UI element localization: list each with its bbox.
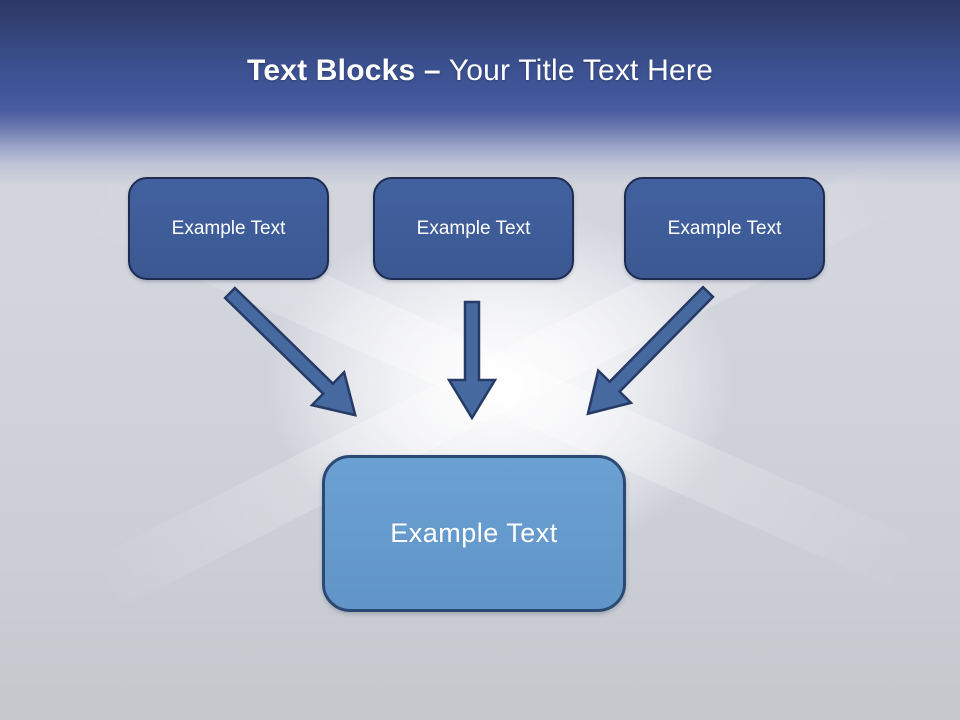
text-block-1-label: Example Text xyxy=(171,217,286,239)
title-regular-part: Your Title Text Here xyxy=(448,54,713,87)
text-block-2-label: Example Text xyxy=(416,217,531,239)
arrow-diagonal-down-left-icon xyxy=(586,285,715,416)
text-block-3-label: Example Text xyxy=(667,217,782,239)
arrow-diagonal-down-right-icon xyxy=(223,286,357,417)
title-bold-part: Text Blocks – xyxy=(247,54,441,87)
slide-title: Text Blocks – Your Title Text Here xyxy=(0,54,960,88)
summary-block[interactable]: Example Text xyxy=(322,455,626,612)
header-gradient xyxy=(0,0,960,185)
text-block-3[interactable]: Example Text xyxy=(624,177,825,280)
text-block-1[interactable]: Example Text xyxy=(128,177,329,280)
summary-block-label: Example Text xyxy=(390,518,558,548)
text-block-2[interactable]: Example Text xyxy=(373,177,574,280)
arrow-down-icon xyxy=(446,300,498,421)
